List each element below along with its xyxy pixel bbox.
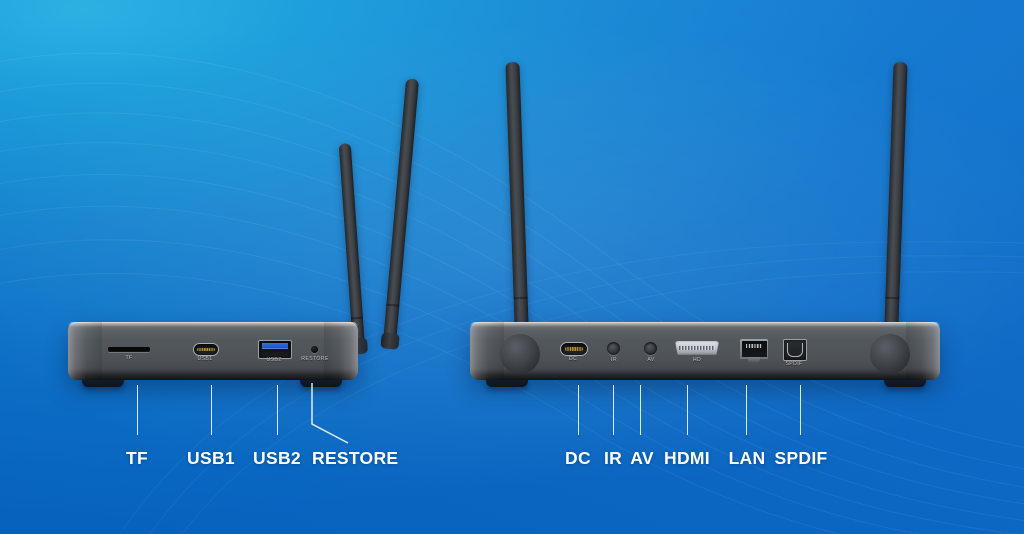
usb-c-contacts	[197, 347, 215, 352]
body-right-corner	[324, 322, 358, 380]
leader-line-hdmi	[687, 385, 689, 435]
right-device-body: DC IR AV HD SPDIF	[470, 322, 940, 380]
port-usb2[interactable]	[258, 340, 292, 359]
body-bottom-shadow	[470, 368, 940, 380]
body-top-highlight	[470, 322, 940, 327]
body-left-corner	[470, 322, 504, 380]
caption-usb2: USB2	[253, 448, 301, 468]
caption-hdmi: HDMI	[664, 448, 710, 468]
body-bottom-shadow	[68, 368, 358, 380]
antenna-base-hub-right	[870, 334, 910, 374]
hdmi-contacts	[679, 345, 715, 351]
leader-line-ir	[613, 385, 615, 435]
port-spdif[interactable]	[783, 339, 807, 361]
silkscreen-ir: IR	[611, 357, 617, 363]
silkscreen-spdif: SPDIF	[785, 361, 803, 367]
device-foot-left	[486, 378, 528, 387]
antenna-base-hub-left	[500, 334, 540, 374]
leader-line-av	[640, 385, 642, 435]
silkscreen-av: AV	[647, 357, 655, 363]
device-foot-left	[82, 378, 124, 387]
silkscreen-usb1: USB1	[197, 356, 213, 362]
rj45-latch-notch	[747, 357, 761, 363]
port-dc[interactable]	[560, 342, 588, 356]
leader-line-dc	[578, 385, 580, 435]
port-usb1[interactable]	[193, 343, 219, 356]
caption-ir: IR	[603, 448, 623, 468]
leader-line-lan	[746, 385, 748, 435]
left-device-body: TF USB1 USB2 RESTORE	[68, 322, 358, 380]
usb-c-contacts	[564, 346, 584, 352]
caption-spdif: SPDIF	[774, 448, 828, 468]
usb3-blue-insert	[261, 343, 289, 350]
silkscreen-usb2: USB2	[266, 357, 282, 363]
port-restore-pinhole[interactable]	[311, 346, 318, 353]
body-top-highlight	[68, 322, 358, 327]
rj45-cavity	[741, 340, 767, 357]
leader-line-tf	[137, 385, 139, 435]
toslink-shutter	[787, 343, 803, 357]
caption-tf: TF	[126, 448, 148, 468]
port-av[interactable]	[644, 342, 657, 355]
port-ir[interactable]	[607, 342, 620, 355]
leader-line-usb1	[211, 385, 213, 435]
silkscreen-hdmi: HD	[692, 357, 702, 363]
device-foot-right	[884, 378, 926, 387]
caption-usb1: USB1	[187, 448, 235, 468]
leader-line-usb2	[277, 385, 279, 435]
caption-restore: RESTORE	[312, 448, 399, 468]
caption-lan: LAN	[728, 448, 766, 468]
device-foot-right	[300, 378, 342, 387]
port-lan[interactable]	[740, 339, 768, 363]
body-right-corner	[906, 322, 940, 380]
port-tf-slot[interactable]	[108, 347, 150, 352]
body-left-corner	[68, 322, 102, 380]
silkscreen-restore: RESTORE	[301, 356, 329, 362]
caption-av: AV	[630, 448, 654, 468]
port-hdmi[interactable]	[675, 341, 719, 355]
caption-dc: DC	[565, 448, 591, 468]
leader-line-spdif	[800, 385, 802, 435]
silkscreen-tf: TF	[125, 355, 133, 361]
silkscreen-dc: DC	[568, 356, 578, 362]
